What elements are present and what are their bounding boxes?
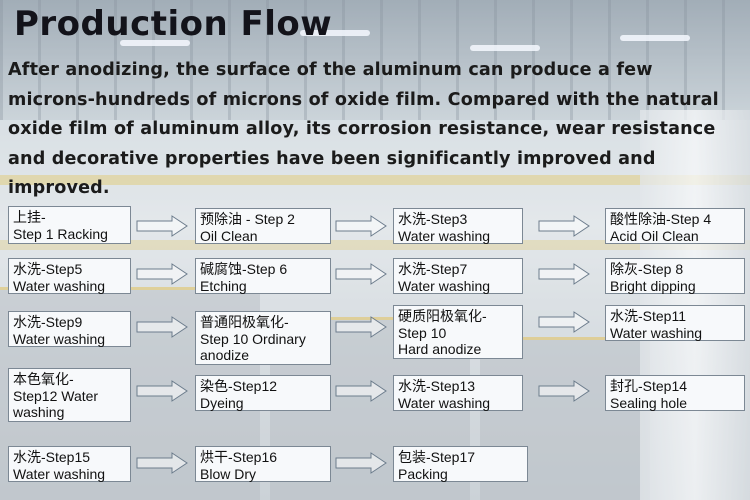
arrow-right-icon [538, 263, 590, 285]
step-8-line1: 除灰-Step 8 [610, 261, 684, 277]
step-3-line1: 水洗-Step3 [398, 211, 468, 227]
step-9-line2: Water washing [13, 330, 106, 347]
step-box-9: 水洗-Step9 Water washing [8, 311, 131, 347]
step-8-line2: Bright dipping [610, 277, 696, 294]
step-box-3: 水洗-Step3 Water washing [393, 208, 523, 244]
step-box-7: 水洗-Step7 Water washing [393, 258, 523, 294]
step-15-line2: Water washing [13, 465, 106, 482]
step-box-8: 除灰-Step 8 Bright dipping [605, 258, 745, 294]
arrow-right-icon [136, 380, 188, 402]
arrow-right-icon [335, 452, 387, 474]
step-12-natural-line1: 本色氧化- [13, 371, 74, 387]
step-box-16: 烘干-Step16 Blow Dry [195, 446, 331, 482]
step-13-line1: 水洗-Step13 [398, 378, 476, 394]
step-12-natural-line3: washing [13, 404, 65, 420]
arrow-right-icon [538, 311, 590, 333]
step-10-hard-line3: Hard anodize [398, 341, 482, 357]
step-box-17: 包装-Step17 Packing [393, 446, 528, 482]
arrow-right-icon [136, 452, 188, 474]
step-box-10-ordinary: 普通阳极氧化- Step 10 Ordinary anodize [195, 311, 331, 365]
step-12-dyeing-line2: Dyeing [200, 394, 244, 411]
step-6-line2: Etching [200, 277, 247, 294]
step-9-line1: 水洗-Step9 [13, 314, 83, 330]
intro-paragraph: After anodizing, the surface of the alum… [8, 60, 719, 198]
step-12-natural-line2: Step12 Water [13, 387, 99, 404]
step-2-line2: Oil Clean [200, 227, 258, 244]
step-17-line2: Packing [398, 465, 448, 482]
step-11-line2: Water washing [610, 324, 703, 341]
page-title: Production Flow [14, 4, 333, 44]
step-box-12-natural: 本色氧化- Step12 Water washing [8, 368, 131, 422]
step-7-line2: Water washing [398, 277, 491, 294]
step-3-line2: Water washing [398, 227, 491, 244]
step-1-line2: Step 1 Racking [13, 225, 108, 242]
step-10-hard-line2: Step 10 [398, 324, 447, 341]
step-box-11: 水洗-Step11 Water washing [605, 305, 745, 341]
step-17-line1: 包装-Step17 [398, 449, 476, 465]
step-box-13: 水洗-Step13 Water washing [393, 375, 523, 411]
step-10-ordinary-line1: 普通阳极氧化- [200, 314, 289, 330]
step-box-4: 酸性除油-Step 4 Acid Oil Clean [605, 208, 745, 244]
step-6-line1: 碱腐蚀-Step 6 [200, 261, 288, 277]
step-4-line2: Acid Oil Clean [610, 227, 699, 244]
step-4-line1: 酸性除油-Step 4 [610, 211, 712, 227]
step-box-6: 碱腐蚀-Step 6 Etching [195, 258, 331, 294]
step-box-12-dyeing: 染色-Step12 Dyeing [195, 375, 331, 411]
arrow-right-icon [538, 215, 590, 237]
arrow-right-icon [136, 316, 188, 338]
step-12-dyeing-line1: 染色-Step12 [200, 378, 278, 394]
step-10-hard-line1: 硬质阳极氧化- [398, 308, 487, 324]
step-box-5: 水洗-Step5 Water washing [8, 258, 131, 294]
step-14-line2: Sealing hole [610, 394, 688, 411]
step-16-line1: 烘干-Step16 [200, 449, 278, 465]
arrow-right-icon [335, 263, 387, 285]
arrow-right-icon [538, 380, 590, 402]
step-box-15: 水洗-Step15 Water washing [8, 446, 131, 482]
step-2-line1: 预除油 - Step 2 [200, 211, 295, 227]
step-1-line1: 上挂- [13, 209, 46, 225]
step-5-line1: 水洗-Step5 [13, 261, 83, 277]
arrow-right-icon [136, 263, 188, 285]
arrow-right-icon [136, 215, 188, 237]
step-5-line2: Water washing [13, 277, 106, 294]
step-11-line1: 水洗-Step11 [610, 308, 686, 324]
step-box-2: 预除油 - Step 2 Oil Clean [195, 208, 331, 244]
step-15-line1: 水洗-Step15 [13, 449, 91, 465]
step-box-10-hard: 硬质阳极氧化- Step 10 Hard anodize [393, 305, 523, 359]
step-10-ordinary-line3: anodize [200, 347, 250, 363]
step-14-line1: 封孔-Step14 [610, 378, 688, 394]
step-box-1: 上挂- Step 1 Racking [8, 206, 131, 244]
arrow-right-icon [335, 316, 387, 338]
arrow-right-icon [335, 215, 387, 237]
step-7-line1: 水洗-Step7 [398, 261, 468, 277]
step-10-ordinary-line2: Step 10 Ordinary [200, 330, 306, 347]
step-13-line2: Water washing [398, 394, 491, 411]
step-box-14: 封孔-Step14 Sealing hole [605, 375, 745, 411]
step-16-line2: Blow Dry [200, 465, 257, 482]
arrow-right-icon [335, 380, 387, 402]
